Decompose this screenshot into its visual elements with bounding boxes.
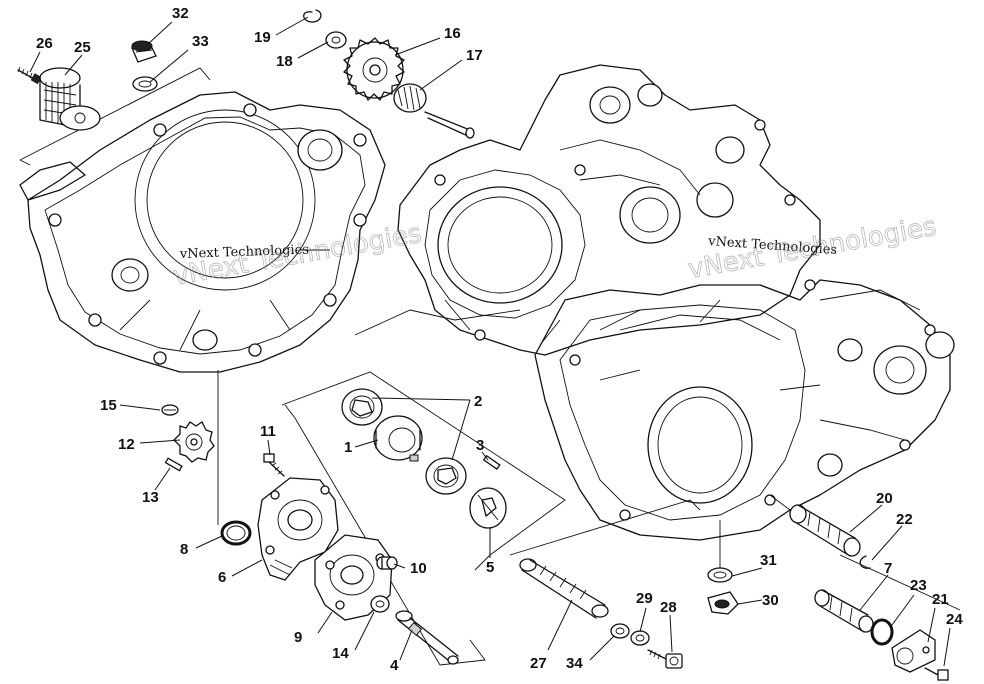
label-33: 33 [192,33,209,50]
label-11: 11 [260,423,276,440]
label-34: 34 [566,655,583,672]
label-13: 13 [142,489,159,506]
label-31: 31 [760,552,777,569]
label-32: 32 [172,5,189,22]
label-17: 17 [466,47,483,64]
part-7-strainer [814,589,874,633]
part-32-plug [131,40,157,63]
label-30: 30 [762,592,779,609]
watermark-outline-right: vNext Technologies [686,212,939,285]
part-11-bolt [263,453,285,477]
label-29: 29 [636,590,653,607]
label-9: 9 [294,629,302,646]
label-1: 1 [344,439,352,456]
label-14: 14 [332,645,349,662]
label-10: 10 [410,560,427,577]
label-23: 23 [910,577,927,594]
label-8: 8 [180,541,188,558]
part-34-washer [610,623,630,639]
part-17-bearing [393,83,475,139]
part-18-washer [325,31,347,49]
label-25: 25 [74,39,91,56]
label-19: 19 [254,29,271,46]
part-16-gear [343,37,405,101]
label-26: 26 [36,35,53,52]
part-31-washer [707,567,733,583]
part-13-pin [164,457,183,472]
part-22-clip [859,555,871,569]
label-12: 12 [118,436,135,453]
part-24-bolt [924,667,949,681]
part-19-clip [303,9,322,23]
label-20: 20 [876,490,893,507]
part-30-plug [707,591,739,615]
part-23-o-ring [870,618,894,646]
part-27-oil-strainer [519,558,609,619]
crankcase-half-upper [397,64,821,356]
label-21: 21 [932,591,949,608]
label-16: 16 [444,25,461,42]
leader-lines [29,16,951,667]
label-7: 7 [884,560,892,577]
part-33-washer [132,76,158,92]
part-29-washer [630,630,650,646]
guide-lines [19,67,961,666]
part-26-screw [17,66,42,85]
part-20-strainer [789,504,861,557]
watermark-text-left: vNext Technologies [179,242,310,262]
part-1-rotor [373,415,423,462]
part-6-pump-housing [257,477,339,581]
label-2: 2 [474,393,482,410]
crankcase-half-lower [534,279,955,541]
label-24: 24 [946,611,963,628]
part-21-cover [891,629,936,673]
part-28-bolt [647,649,683,669]
part-12-gear [173,421,215,463]
part-8-o-ring [220,520,252,546]
part-14-washer [370,595,390,613]
part-5-plate [469,487,507,529]
part-10-dowel [376,556,398,570]
label-15: 15 [100,397,117,414]
crankcase-cover-left [19,91,386,373]
part-4-pump-shaft [395,610,459,665]
part-2-rotor-inner [425,457,467,495]
label-18: 18 [276,53,293,70]
label-5: 5 [486,559,494,576]
label-3: 3 [476,437,484,454]
label-22: 22 [896,511,913,528]
label-6: 6 [218,569,226,586]
label-27: 27 [530,655,547,672]
part-2-rotor-outer [341,388,383,426]
label-28: 28 [660,599,677,616]
part-15-clip [161,404,179,416]
part-25-oil-filter [39,67,101,131]
part-number-labels: 26 25 32 33 19 18 16 17 15 12 13 11 8 6 … [36,5,963,674]
label-4: 4 [390,657,399,674]
